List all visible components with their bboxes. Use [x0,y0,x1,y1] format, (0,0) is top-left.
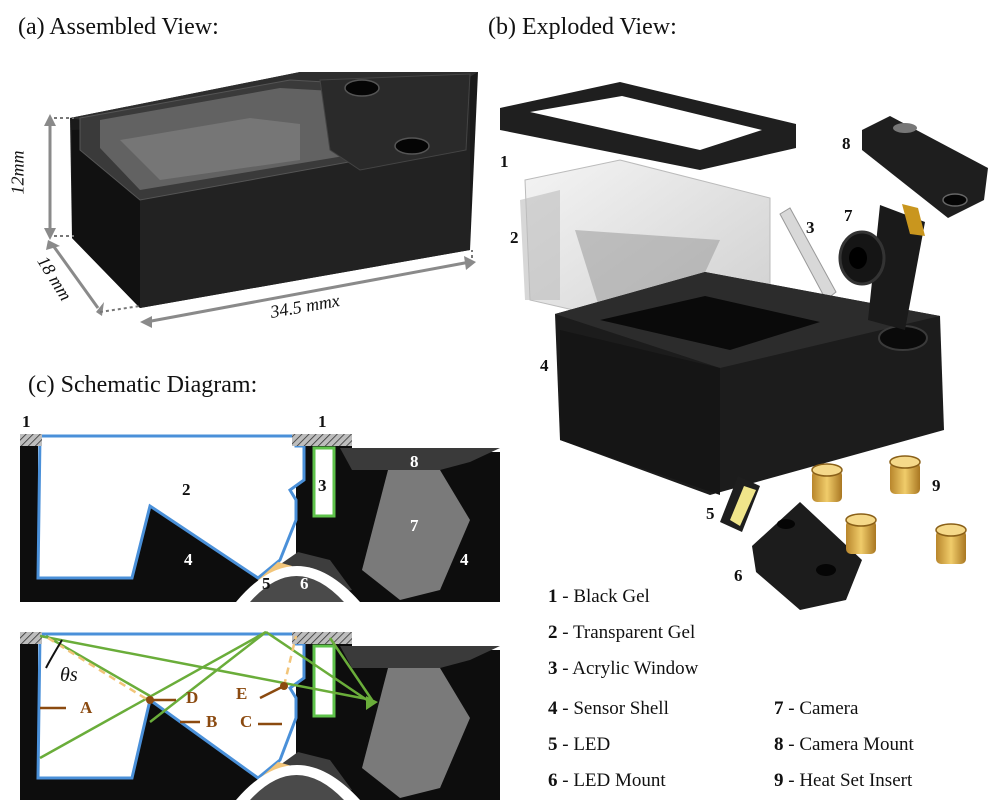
legend-item-sensor-shell: 4 - Sensor Shell [548,698,669,719]
legend-item-led-mount: 6 - LED Mount [548,770,666,791]
schematic-label-1-left: 1 [22,412,31,431]
schematic-label-2: 2 [182,480,191,499]
exploded-label-6: 6 [734,566,743,585]
legend-item-black-gel: 1 - Black Gel [548,586,650,607]
reflection-rays [47,635,298,702]
annotation-markers [40,684,285,726]
exploded-sensor-shell [555,272,944,495]
schematic-label-6: 6 [300,574,309,593]
schematic-top [20,434,500,602]
exploded-camera-mount [862,116,988,218]
exploded-acrylic-window [779,207,837,301]
exploded-label-4: 4 [540,356,549,375]
exploded-black-gel-frame [500,82,796,170]
legend-item-led: 5 - LED [548,734,611,755]
height-dimension-label: 12mm [7,150,28,195]
legend-item-acrylic-window: 3 - Acrylic Window [548,658,699,679]
legend-item-transparent-gel: 2 - Transparent Gel [548,622,696,643]
exploded-led-mount [752,502,862,610]
exploded-label-5: 5 [706,504,715,523]
exploded-camera [838,204,925,330]
exploded-label-9: 9 [932,476,941,495]
theta-s-label: θs [60,664,78,686]
schematic-label-4-left: 4 [184,550,193,569]
legend-item-camera: 7 - Camera [774,698,859,719]
schematic-label-7: 7 [410,516,419,535]
assembled-view-title: (a) Assembled View: [18,14,219,40]
schematic-label-8: 8 [410,452,419,471]
annotation-e: E [236,684,248,703]
schematic-label-3: 3 [318,476,327,495]
exploded-label-1: 1 [500,152,509,171]
schematic-label-5: 5 [262,574,271,593]
annotation-c: C [240,712,253,731]
schematic-label-1-right: 1 [318,412,327,431]
annotation-b: B [206,712,218,731]
legend-item-camera-mount: 8 - Camera Mount [774,734,914,755]
legend-item-heat-set-insert: 9 - Heat Set Insert [774,770,913,791]
annotation-d: D [186,688,199,707]
annotation-a: A [80,698,93,717]
dimension-lines [44,114,476,328]
schematic-label-4-right: 4 [460,550,469,569]
exploded-label-7: 7 [844,206,853,225]
light-rays [39,630,374,760]
schematic-diagram-title: (c) Schematic Diagram: [28,372,258,398]
exploded-label-3: 3 [806,218,815,237]
exploded-view-title: (b) Exploded View: [488,14,677,40]
exploded-led [720,476,760,532]
exploded-label-2: 2 [510,228,519,247]
exploded-label-8: 8 [842,134,851,153]
assembled-sensor [70,72,478,308]
schematic-bottom [20,630,500,800]
exploded-heat-set-inserts [811,455,967,564]
